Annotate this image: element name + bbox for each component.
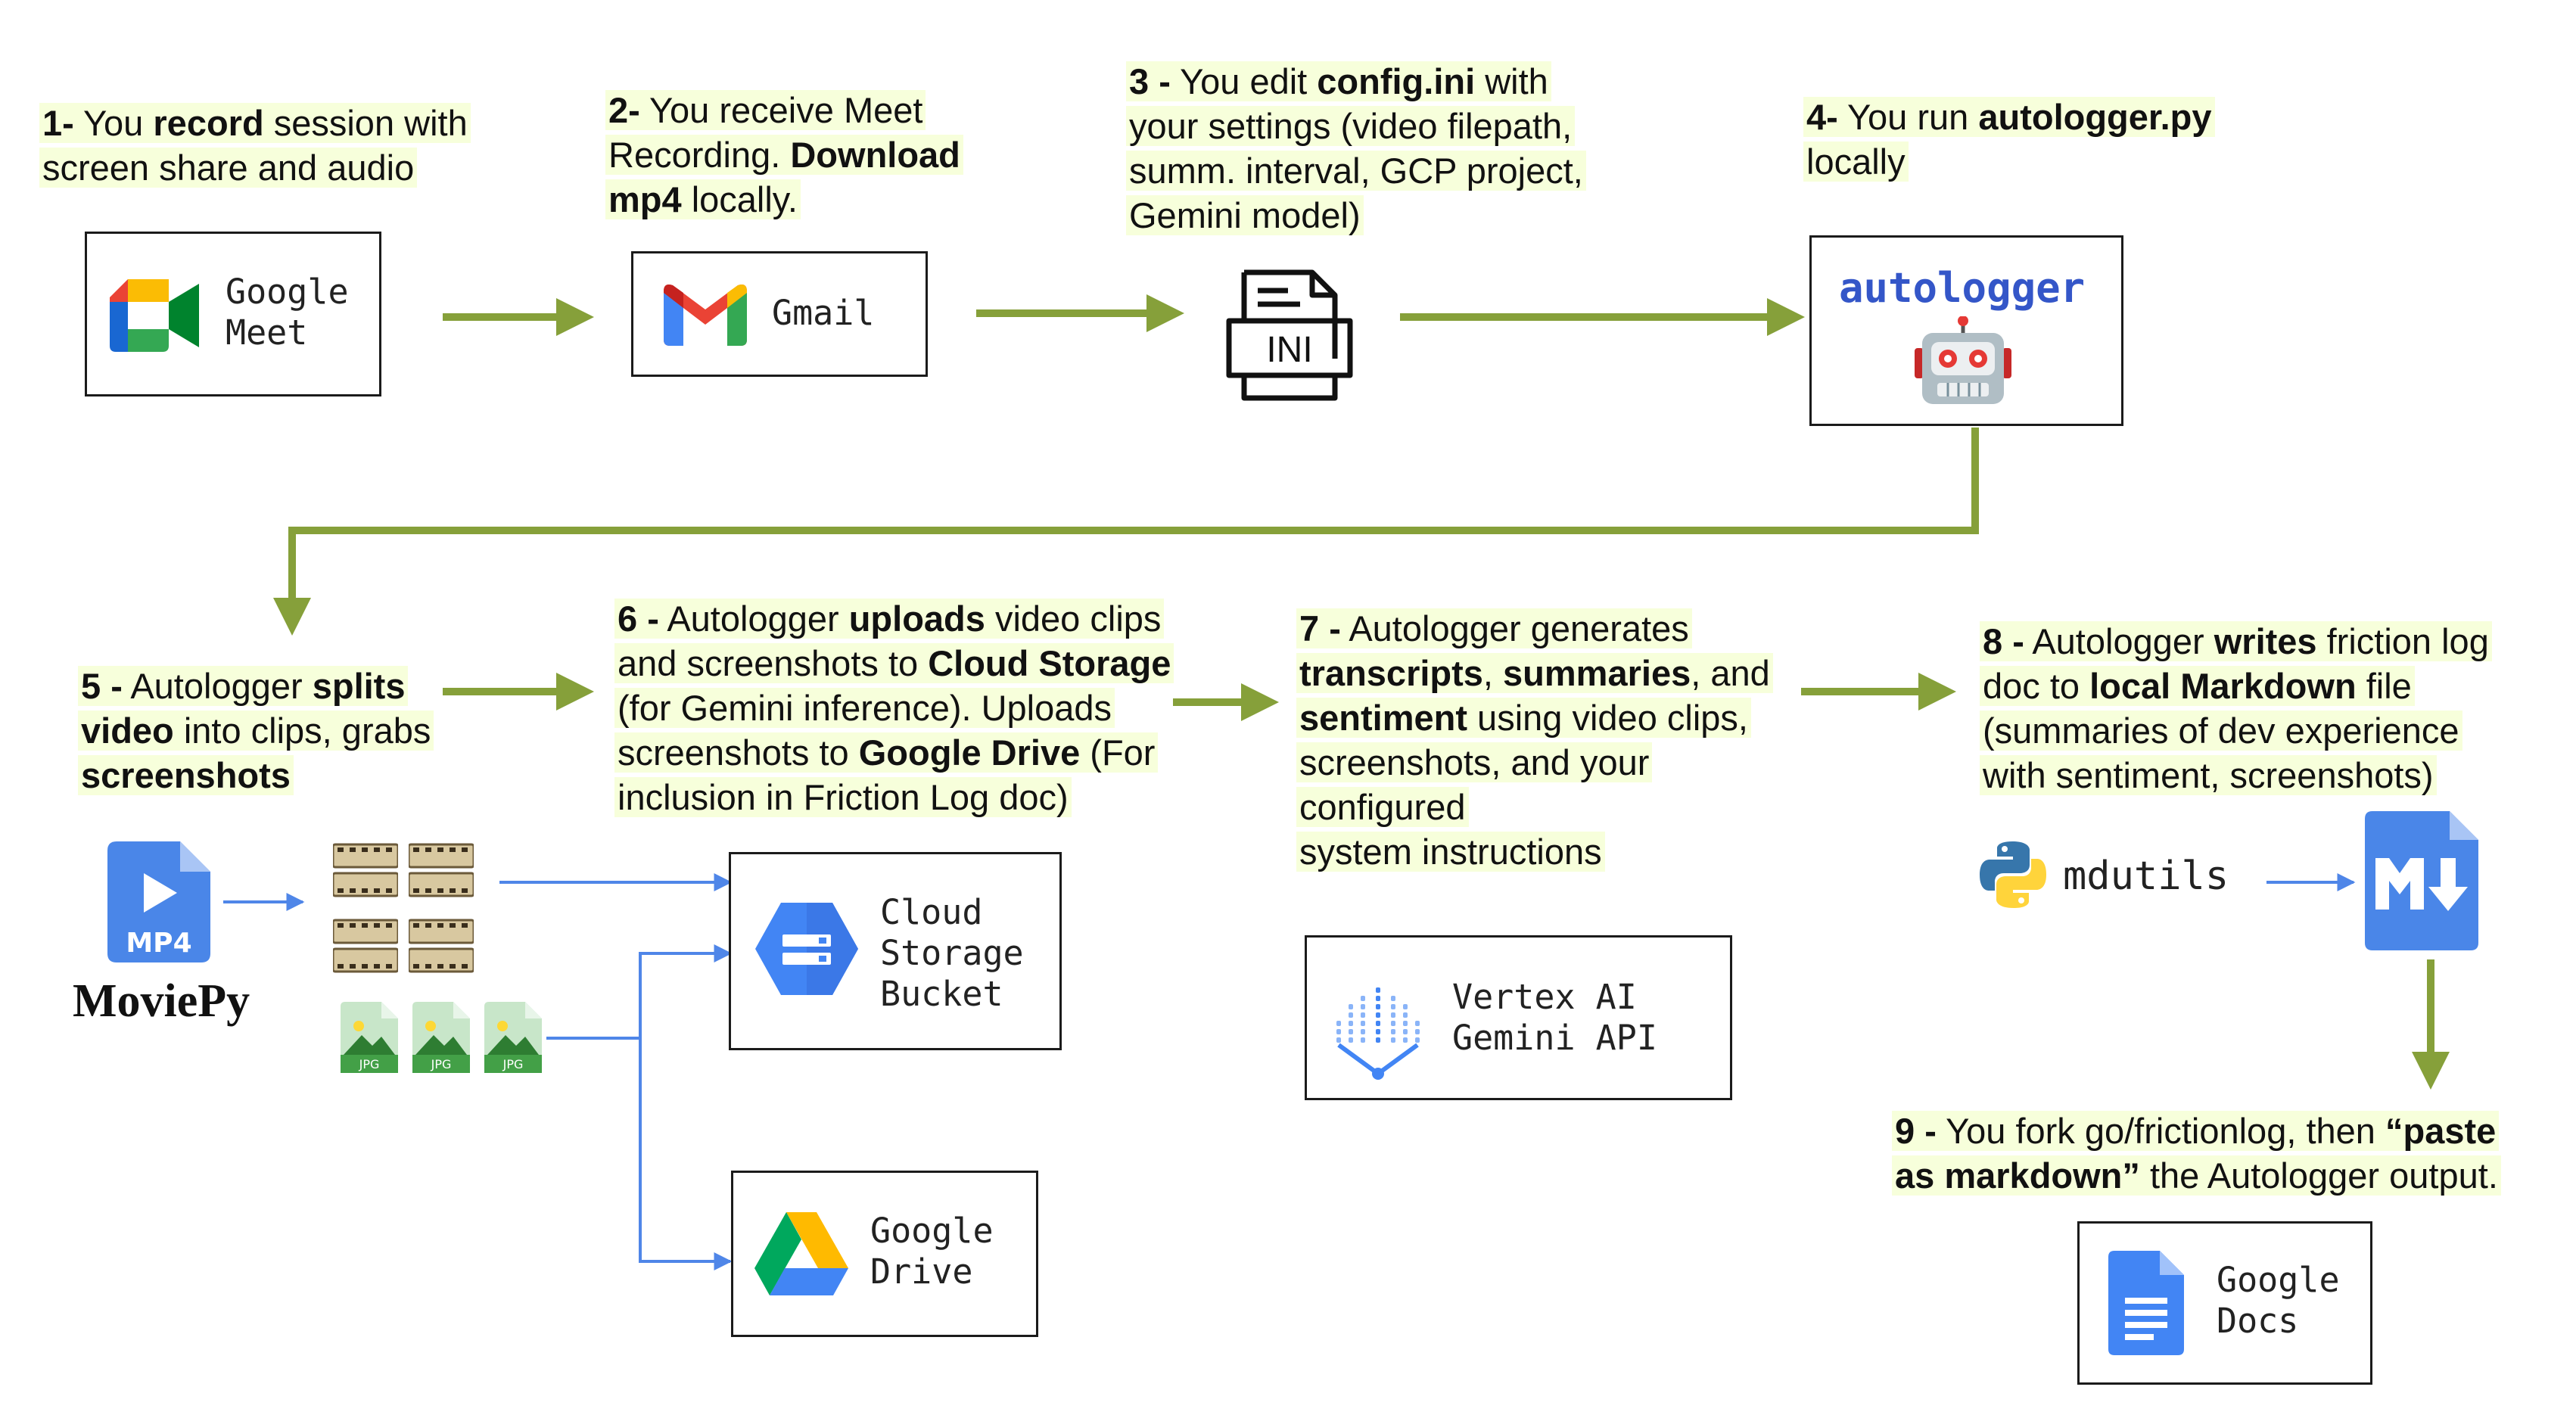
step-text-line: (summaries of dev experience [1980,711,2462,751]
step-text-line: Gemini model) [1126,195,1364,235]
step-text-line: summ. interval, GCP project, [1126,151,1586,191]
step-text-line: 6 - Autologger uploads video clips [614,599,1165,639]
arrow-jpg-split [546,944,733,1040]
step-text-line: doc to local Markdown file [1980,666,2415,706]
google-drive-label: Google Drive [870,1211,994,1292]
step-text-line: 1- You record session with [39,103,471,143]
film-clip-icon [333,843,398,897]
step-text-line: as markdown” the Autologger output. [1892,1155,2501,1196]
step-9-text: 9 - You fork go/frictionlog, then “paste… [1892,1109,2543,1198]
step-text-line: 4- You run autologger.py [1803,97,2215,137]
mp4-label: MP4 [126,928,191,959]
arrow-autologger-to-step5 [273,428,1979,636]
jpg-file-icon: JPG [412,1002,470,1073]
google-meet-box: Google Meet [85,232,381,396]
step-text-line: sentiment using video clips, [1296,698,1751,738]
step-text-line: Recording. Download [605,135,963,175]
step-text-line: video into clips, grabs [78,711,434,751]
step-text-line: system instructions [1296,832,1605,872]
google-docs-icon [2108,1251,2184,1355]
step-1-text: 1- You record session with screen share a… [39,101,524,190]
google-meet-label: Google Meet [226,272,349,353]
vertex-ai-icon [1336,987,1420,1080]
step-text-line: screen share and audio [39,148,418,188]
cloud-storage-icon [755,903,858,995]
robot-icon [1915,316,2011,404]
jpg-file-icon: JPG [341,1002,398,1073]
step-text-line: 5 - Autologger splits [78,666,409,706]
python-icon [1980,841,2046,908]
step-3-text: 3 - You edit config.ini with your setting… [1126,59,1610,238]
vertex-ai-box: Vertex AI Gemini API [1305,935,1732,1100]
step-text-line: inclusion in Friction Log doc) [614,777,1072,817]
step-text-line: screenshots, and your configured [1296,742,1653,827]
gmail-box: Gmail [631,251,928,377]
step-text-line: 3 - You edit config.ini with [1126,61,1551,101]
step-text-line: your settings (video filepath, [1126,106,1576,146]
step-text-line: with sentiment, screenshots) [1980,755,2437,795]
ini-label: INI [1266,330,1312,370]
jpg-file-icon: JPG [484,1002,542,1073]
film-clip-icon [409,843,474,897]
step-text-line: and screenshots to Cloud Storage [614,643,1174,683]
google-drive-box: Google Drive [731,1171,1038,1337]
ini-file-icon: INI [1226,269,1353,401]
mdutils-label: mdutils [2063,854,2229,899]
step-text-line: 2- You receive Meet [605,90,926,130]
svg-text:JPG: JPG [502,1057,524,1071]
step-text-line: locally [1803,141,1909,182]
step-text-line: screenshots to Google Drive (For [614,732,1159,773]
gmail-label: Gmail [772,293,875,333]
cloud-storage-label: Cloud Storage Bucket [880,892,1024,1014]
film-clip-icon [409,919,474,973]
step-text-line: 8 - Autologger writes friction log [1980,621,2492,661]
vertex-ai-label: Vertex AI Gemini API [1452,977,1657,1058]
step-text-line: mp4 locally. [605,179,801,219]
svg-text:JPG: JPG [431,1057,452,1071]
step-text-line: (for Gemini inference). Uploads [614,688,1115,728]
google-docs-box: Google Docs [2077,1221,2372,1385]
google-docs-label: Google Docs [2217,1260,2340,1341]
google-drive-icon [754,1212,848,1295]
svg-text:JPG: JPG [359,1057,380,1071]
markdown-icon [2365,811,2478,950]
gmail-icon [664,285,747,346]
step-7-text: 7 - Autologger generates transcripts, sum… [1296,606,1826,874]
cloud-storage-box: Cloud Storage Bucket [729,852,1062,1050]
autologger-label: autologger [1839,264,2086,312]
step-text-line: screenshots [78,755,294,795]
step-5-text: 5 - Autologger splits video into clips, g… [78,664,502,798]
arrow-jpg-to-drive [639,1038,733,1270]
step-8-text: 8 - Autologger writes friction log doc to… [1980,619,2540,798]
step-text-line: transcripts, summaries, and [1296,653,1773,693]
moviepy-logo: MoviePy [73,975,250,1027]
step-text-line: 7 - Autologger generates [1296,608,1692,648]
autologger-box: autologger [1809,235,2123,426]
film-clip-icon [333,919,398,973]
mp4-file-icon: MP4 [107,841,210,962]
google-meet-icon [110,279,199,352]
step-text-line: 9 - You fork go/frictionlog, then “paste [1892,1111,2500,1151]
